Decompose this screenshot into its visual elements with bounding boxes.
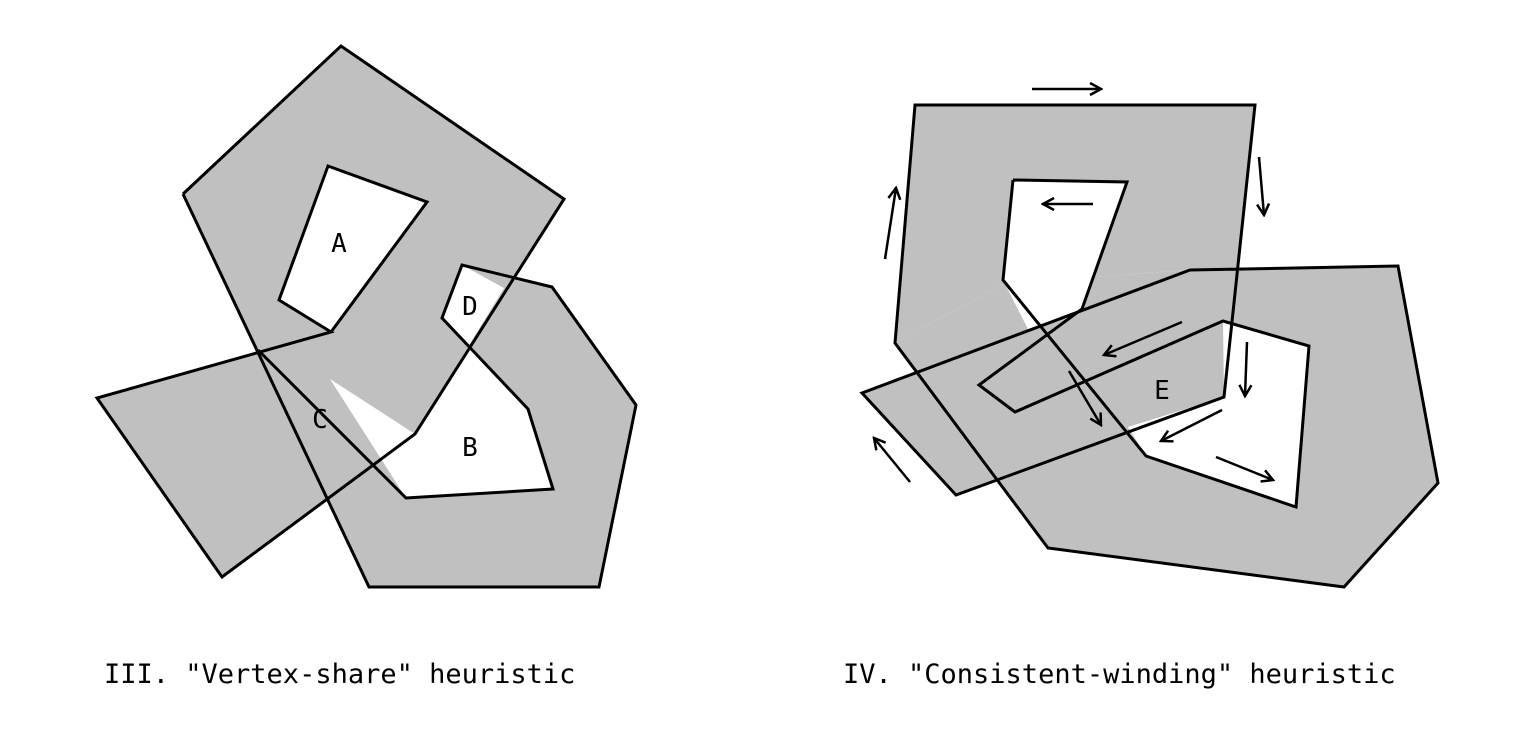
arrow-right-down xyxy=(1259,156,1264,215)
winding-arrows xyxy=(874,89,1273,483)
outline-top-polygon-iv xyxy=(859,103,1440,589)
region-label-a: A xyxy=(331,229,347,259)
hole-b xyxy=(330,265,553,498)
outline-hole-top xyxy=(976,178,1311,510)
hole-a xyxy=(279,166,427,332)
region-label-d: D xyxy=(462,292,478,322)
region-label-b: B xyxy=(462,433,478,463)
arrow-hole-right-down xyxy=(1245,341,1247,396)
arrow-bottom-right xyxy=(1215,455,1273,480)
region-label-e: E xyxy=(1154,376,1170,406)
panel-consistent-winding: E IV. "Consistent-winding" heuristic xyxy=(843,89,1440,690)
panel-vertex-share-layers: A B C D III. "Vertex-share" heuristic xyxy=(0,0,760,690)
hole-thin xyxy=(979,270,1223,412)
arrow-thin-left xyxy=(1104,320,1183,355)
arrow-left-up xyxy=(883,188,896,260)
arrow-far-left-up xyxy=(874,438,911,483)
region-label-c: C xyxy=(312,405,328,435)
caption-consistent-winding: IV. "Consistent-winding" heuristic xyxy=(843,659,1396,690)
hole-top xyxy=(1003,180,1127,331)
outline-bottom-polygon xyxy=(181,193,638,589)
hole-right xyxy=(1128,321,1309,507)
caption-vertex-share: III. "Vertex-share" heuristic xyxy=(104,659,575,690)
arrow-bottom-left xyxy=(1161,408,1223,441)
outline-top-polygon xyxy=(94,44,567,580)
arrow-diagonal-down xyxy=(1067,370,1101,425)
